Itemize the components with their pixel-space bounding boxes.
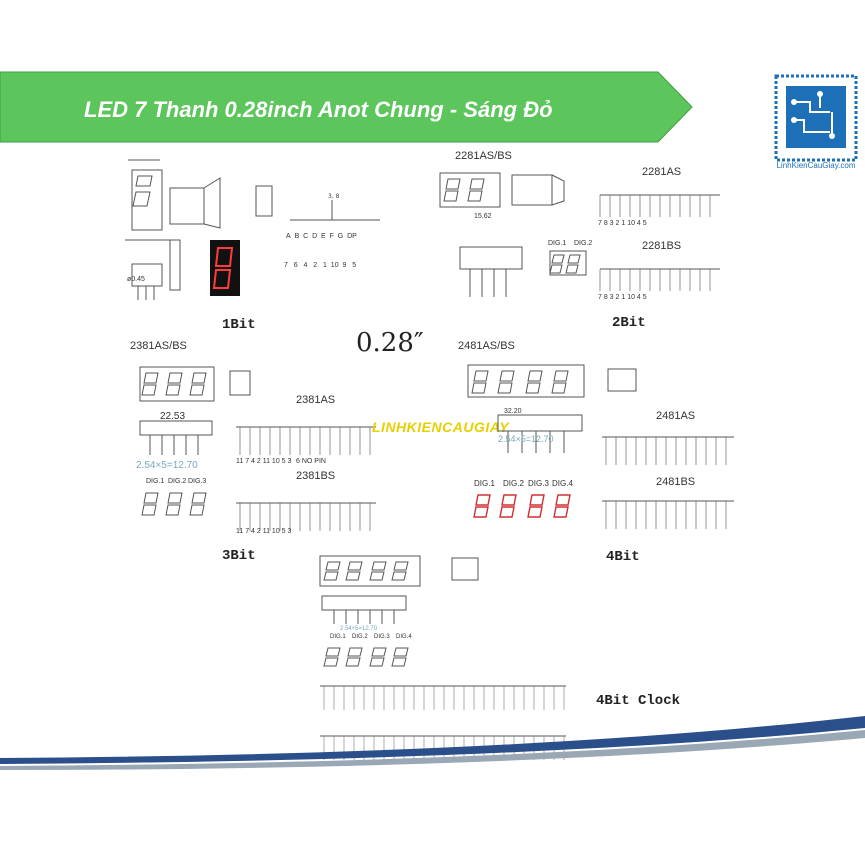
dig2-3bit: DIG.2 xyxy=(168,478,187,485)
model-2381as: 2381AS xyxy=(296,394,336,406)
model-2281asbs: 2281AS/BS xyxy=(455,150,512,162)
bit1-pin-numbers: 7 6 4 2 1 10 9 5 xyxy=(284,262,357,269)
dig2-2bit: DIG.2 xyxy=(574,240,593,247)
logo-text: LinhKienCauGiay.com xyxy=(776,161,856,170)
dig3-clock: DIG.3 xyxy=(374,634,390,640)
dig2-clock: DIG.2 xyxy=(352,634,368,640)
page-title: LED 7 Thanh 0.28inch Anot Chung - Sáng Đ… xyxy=(84,97,553,122)
no-pin-note: 6 NO PIN xyxy=(296,458,326,465)
model-2381bs: 2381BS xyxy=(296,470,336,482)
model-2481asbs: 2481AS/BS xyxy=(458,340,515,352)
pitch-clock: 2.54×5=12.70 xyxy=(340,626,378,632)
diagram-1bit: 3, 8 xyxy=(125,159,380,300)
label-4bit: 4Bit xyxy=(606,549,640,565)
dig2-4bit: DIG.2 xyxy=(503,479,524,488)
label-3bit: 3Bit xyxy=(222,548,256,564)
dig1-3bit: DIG.1 xyxy=(146,478,165,485)
width-2bit: 15.62 xyxy=(474,213,492,220)
bit1-segment-labels: A B C D E F G DP xyxy=(286,233,357,240)
dig1-clock: DIG.1 xyxy=(330,634,346,640)
svg-text:3, 8: 3, 8 xyxy=(328,193,340,200)
model-2281as: 2281AS xyxy=(642,166,682,178)
pitch-3bit: 2.54×5=12.70 xyxy=(136,460,198,471)
diagram-2bit xyxy=(439,172,720,297)
pin-diameter: ø0.45 xyxy=(127,276,145,283)
diagram-4bit xyxy=(467,364,734,529)
size-label: 0.28″ xyxy=(356,328,424,358)
dig3-3bit: DIG.3 xyxy=(188,478,207,485)
diagram-4bit-clock xyxy=(319,555,566,760)
watermark: LINHKIENCAUGIAY xyxy=(372,419,510,435)
label-4bit-clock: 4Bit Clock xyxy=(596,693,681,709)
circuit-logo-icon xyxy=(774,74,858,162)
label-2bit: 2Bit xyxy=(612,315,646,331)
model-2381asbs: 2381AS/BS xyxy=(130,340,187,352)
model-2281bs: 2281BS xyxy=(642,240,682,252)
dig1-2bit: DIG.1 xyxy=(548,240,567,247)
dig4-4bit: DIG.4 xyxy=(552,479,573,488)
pins-2bit-as: 7 8 3 2 1 10 4 5 xyxy=(598,220,647,227)
width-3bit: 22.53 xyxy=(160,411,186,422)
pins-3bit-as: 11 7 4 2 11 10 5 3 xyxy=(236,458,292,465)
model-2481bs: 2481BS xyxy=(656,476,696,488)
title-banner xyxy=(0,71,693,143)
label-1bit: 1Bit xyxy=(222,317,256,333)
model-2481as: 2481AS xyxy=(656,410,696,422)
dig1-4bit: DIG.1 xyxy=(474,479,495,488)
dig4-clock: DIG.4 xyxy=(396,634,412,640)
pins-2bit-bs: 7 8 3 2 1 10 4 5 xyxy=(598,294,647,301)
diagram-3bit xyxy=(139,366,376,531)
dig3-4bit: DIG.3 xyxy=(528,479,549,488)
pins-3bit-bs: 11 7 4 2 11 10 5 3 xyxy=(236,528,292,535)
pitch-4bit: 2.54×5=12.70 xyxy=(498,434,554,444)
footer-swoosh xyxy=(0,716,865,770)
width-4bit: 32.20 xyxy=(504,408,522,415)
